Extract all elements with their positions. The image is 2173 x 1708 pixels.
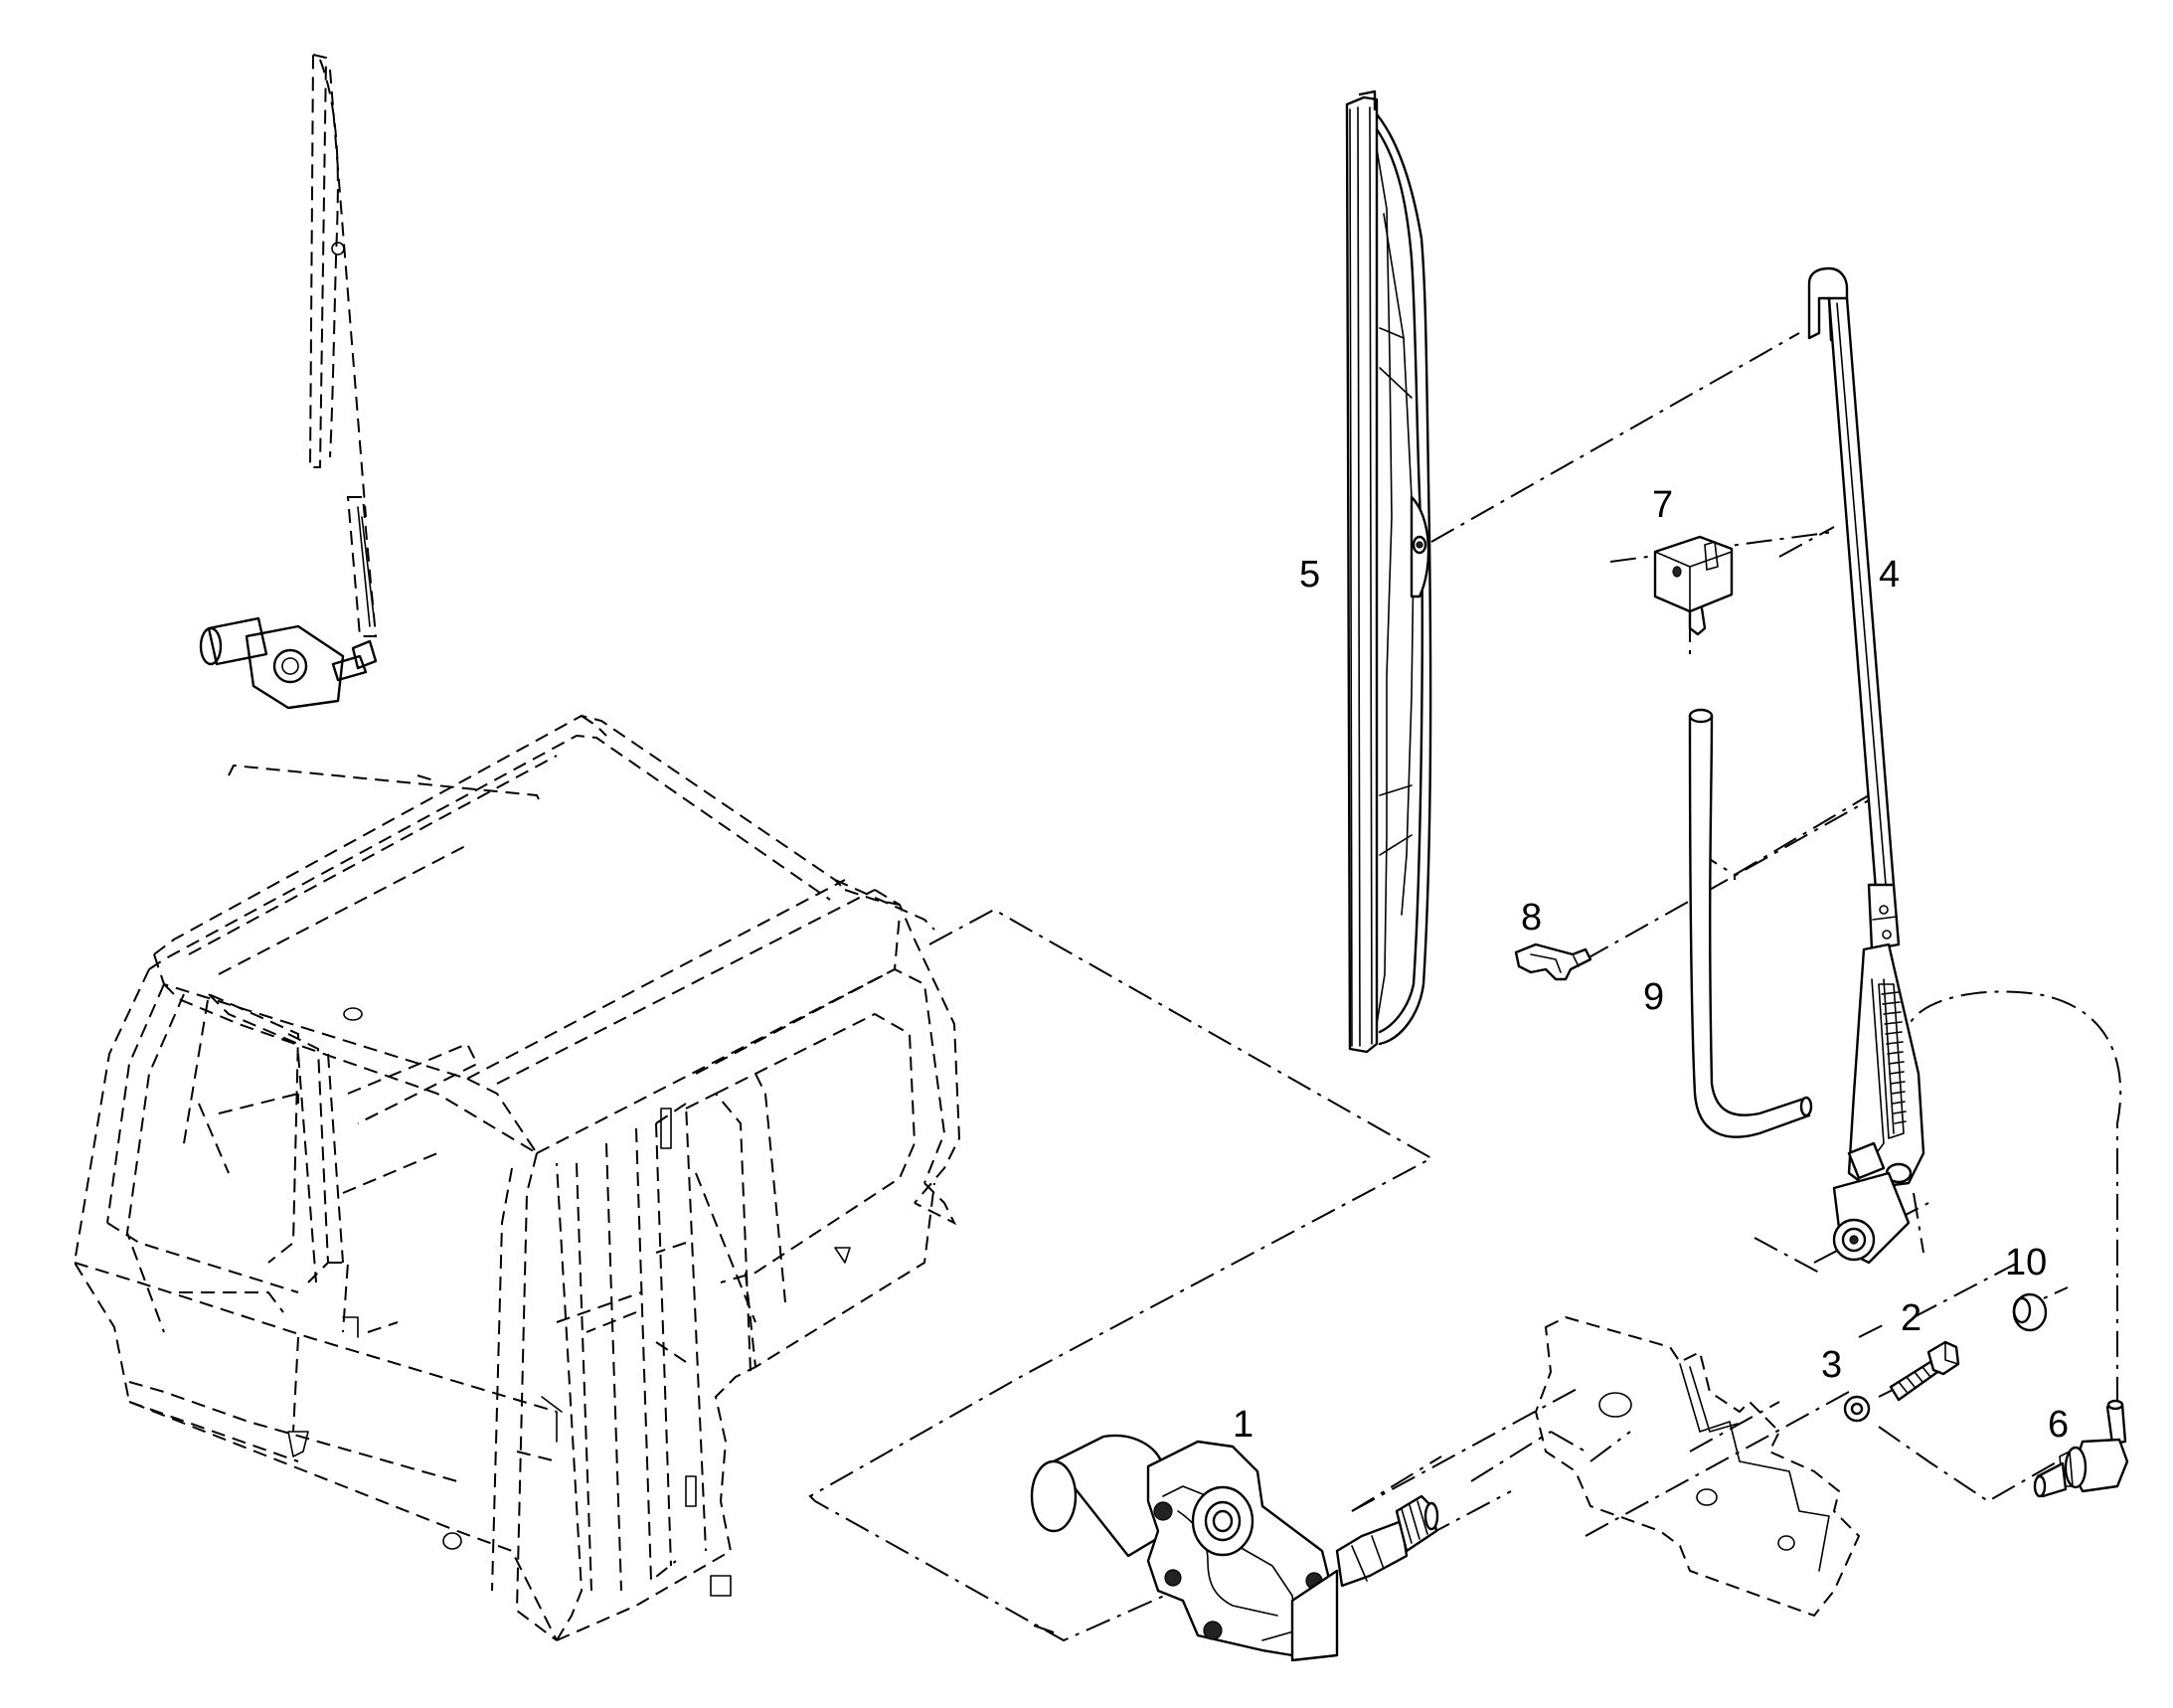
- callout-1: 1: [1233, 1404, 1254, 1446]
- callout-5: 5: [1299, 554, 1320, 596]
- washer: [1843, 1395, 1871, 1423]
- callout-6: 6: [2048, 1404, 2069, 1446]
- mounting-plate: [1534, 1315, 1861, 1618]
- callout-3: 3: [1821, 1344, 1842, 1386]
- callout-labels: 1 2 3 4 5 6 7 8 9 10: [1233, 484, 2069, 1446]
- callout-7: 7: [1652, 484, 1673, 526]
- cap-nut: [2012, 1292, 2048, 1332]
- callout-2: 2: [1901, 1297, 1922, 1339]
- cab-body: [73, 714, 961, 1641]
- washer-hose: [1688, 708, 1813, 1138]
- washer-nozzle: [1653, 535, 1734, 636]
- leader-lines: [808, 332, 2122, 1642]
- bolt: [1889, 1340, 1960, 1402]
- callout-4: 4: [1879, 554, 1900, 596]
- wiper-assembly-inset: [199, 53, 378, 710]
- wiper-blade: [1345, 89, 1432, 1054]
- callout-10: 10: [2005, 1242, 2047, 1283]
- callout-8: 8: [1521, 897, 1542, 939]
- wiper-arm: [1807, 266, 1925, 1265]
- wiper-motor: [1030, 1434, 1439, 1662]
- callout-9: 9: [1643, 976, 1664, 1018]
- elbow-fitting: [2033, 1399, 2129, 1498]
- hose-clip: [1514, 942, 1592, 981]
